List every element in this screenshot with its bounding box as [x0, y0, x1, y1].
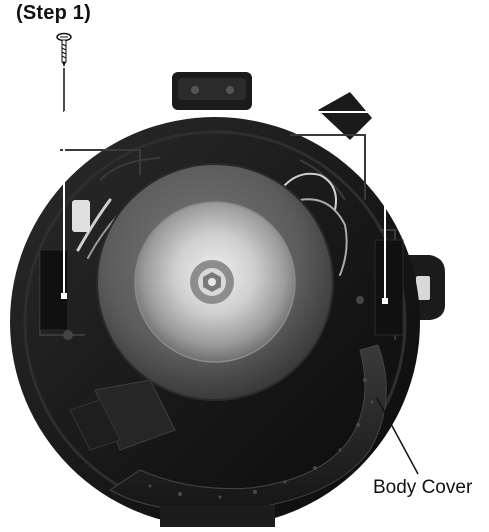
- body-cover-leader-line: [376, 397, 419, 475]
- motor-hub: [190, 260, 234, 304]
- screw-icon: [56, 32, 72, 67]
- left-mount: [39, 249, 73, 340]
- body-cover: [109, 344, 387, 513]
- right-mount: [356, 239, 404, 336]
- bottom-foot: [160, 505, 275, 527]
- body-cover-label: Body Cover: [373, 477, 473, 498]
- cover-texture: [148, 378, 374, 499]
- spout: [318, 92, 372, 140]
- step-label: (Step 1): [16, 2, 91, 24]
- screw-leader-lines: [63, 68, 386, 300]
- top-handle: [172, 72, 252, 110]
- screw-hole-markers: [61, 293, 388, 304]
- lower-components: [69, 379, 176, 451]
